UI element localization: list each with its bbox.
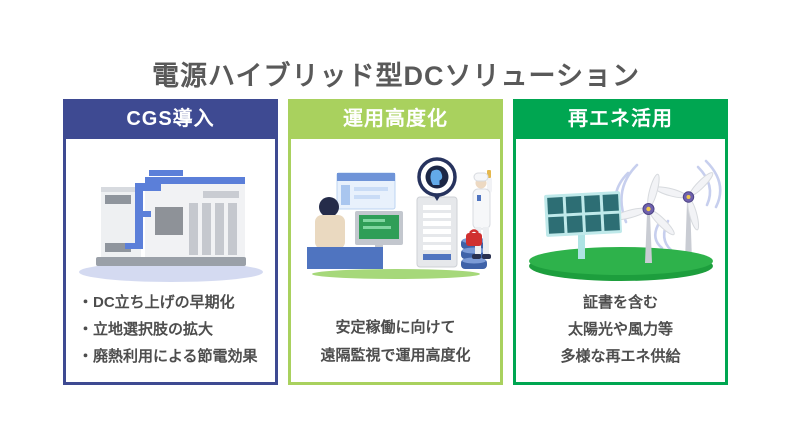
ai-monitor-lens-icon — [416, 157, 457, 201]
bullet-item: ・立地選択肢の拡大 — [78, 321, 214, 338]
engineer-figure — [465, 170, 492, 259]
bullet-item: ・DC立ち上げの早期化 — [78, 294, 235, 311]
wind-turbine-icon — [612, 173, 675, 263]
card-cgs: CGS導入 — [63, 99, 278, 385]
caption-line: 遠隔監視で運用高度化 — [320, 347, 471, 364]
cogeneration-system-icon — [78, 170, 263, 282]
server-rack-icon — [416, 196, 457, 268]
caption-line: 多様な再エネ供給 — [560, 348, 681, 365]
solar-panel-icon — [543, 191, 622, 259]
wind-arcs — [613, 159, 722, 252]
pipe-icon — [124, 183, 161, 249]
card-renewable-header: 再エネ活用 — [513, 99, 728, 139]
card-renewable-body: 証書を含む 太陽光や風力等 多様な再エネ供給 — [513, 139, 728, 385]
card-renewable-caption: 証書を含む 太陽光や風力等 多様な再エネ供給 — [516, 289, 725, 370]
caption-line: 証書を含む — [582, 294, 658, 311]
ground-line — [311, 269, 480, 279]
renewable-energy-icon — [528, 159, 722, 281]
caption-line: 安定稼働に向けて — [335, 319, 456, 336]
ground-shadow — [78, 262, 263, 282]
dashboard-window-icon — [336, 172, 395, 210]
card-cgs-header: CGS導入 — [63, 99, 278, 139]
card-cgs-body: ・DC立ち上げの早期化 ・立地選択肢の拡大 ・廃熱利用による節電効果 — [63, 139, 278, 385]
solution-columns: CGS導入 — [63, 99, 728, 385]
card-operation-header-label: 運用高度化 — [343, 108, 448, 130]
bullet-item: ・廃熱利用による節電効果 — [78, 348, 258, 365]
wind-turbine-icon — [654, 172, 713, 261]
card-cgs-points: ・DC立ち上げの早期化 ・立地選択肢の拡大 ・廃熱利用による節電効果 — [66, 289, 275, 370]
card-renewable-header-label: 再エネ活用 — [568, 108, 673, 130]
operator-at-desk — [306, 197, 403, 269]
remote-monitoring-icon — [306, 157, 492, 279]
caption-line: 太陽光や風力等 — [567, 321, 673, 338]
card-operation-body: 安定稼働に向けて 遠隔監視で運用高度化 — [288, 139, 503, 385]
card-operation: 運用高度化 — [288, 99, 503, 385]
card-cgs-header-label: CGS導入 — [126, 108, 215, 130]
generator-unit — [95, 170, 246, 266]
page-title: 電源ハイブリッド型DCソリューション — [152, 61, 640, 91]
card-renewable: 再エネ活用 — [513, 99, 728, 385]
card-operation-caption: 安定稼働に向けて 遠隔監視で運用高度化 — [291, 314, 500, 370]
card-operation-header: 運用高度化 — [288, 99, 503, 139]
ground-mound — [528, 247, 713, 275]
